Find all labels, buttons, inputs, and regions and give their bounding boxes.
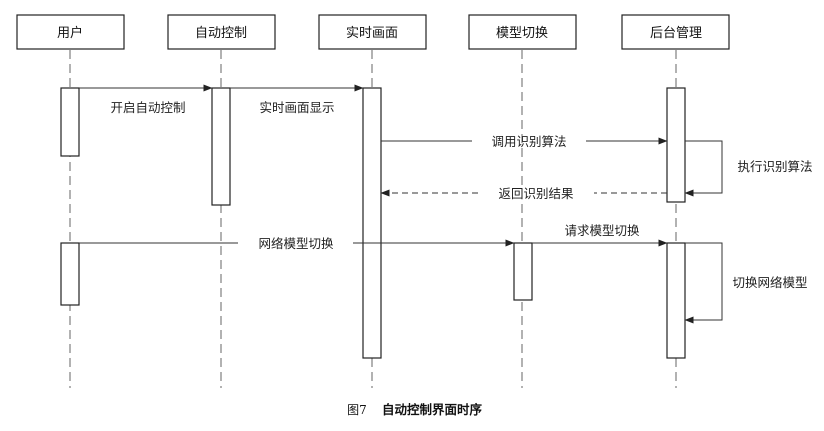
- activation-user-1: [60, 87, 80, 157]
- caption-figure-number: 图7: [347, 403, 367, 417]
- message-label-switch-network-model: 切换网络模型: [732, 275, 807, 290]
- participant-realtime-view: 实时画面: [318, 14, 427, 50]
- participant-admin: 后台管理: [621, 14, 730, 50]
- message-label-call-recognition: 调用识别算法: [491, 134, 566, 149]
- figure-caption: 图7 自动控制界面时序: [347, 402, 482, 417]
- message-label-start-auto-control: 开启自动控制: [110, 100, 185, 115]
- participant-admin-label: 后台管理: [650, 26, 702, 41]
- activation-realtime-view: [362, 87, 382, 359]
- participant-user-label: 用户: [57, 25, 83, 41]
- message-label-execute-recognition: 执行识别算法: [737, 159, 812, 174]
- participant-auto-control-label: 自动控制: [195, 26, 247, 41]
- message-label-realtime-display: 实时画面显示: [259, 100, 334, 115]
- message-arrow-execute-recognition: [684, 140, 723, 197]
- participant-realtime-view-label: 实时画面: [346, 26, 398, 41]
- activation-admin-1: [666, 87, 686, 203]
- activation-admin-2: [666, 242, 686, 359]
- caption-title: 自动控制界面时序: [382, 402, 483, 417]
- message-arrow-switch-network-model: [684, 242, 723, 324]
- participant-model-switch: 模型切换: [468, 14, 577, 50]
- activations: [60, 87, 686, 359]
- activation-model-switch: [513, 242, 533, 301]
- message-label-return-result: 返回识别结果: [498, 186, 574, 201]
- participants: 用户 自动控制 实时画面 模型切换 后台管理: [16, 14, 730, 50]
- message-label-network-model-switch: 网络模型切换: [258, 236, 334, 251]
- participant-model-switch-label: 模型切换: [496, 26, 548, 41]
- activation-auto-control: [211, 87, 231, 206]
- activation-user-2: [60, 242, 80, 306]
- messages: 开启自动控制 实时画面显示 调用识别算法 执行识别算法 返回识别结果 网络模型切…: [79, 84, 813, 324]
- participant-user: 用户: [16, 14, 125, 50]
- participant-auto-control: 自动控制: [167, 14, 276, 50]
- message-label-request-model-switch: 请求模型切换: [564, 223, 640, 238]
